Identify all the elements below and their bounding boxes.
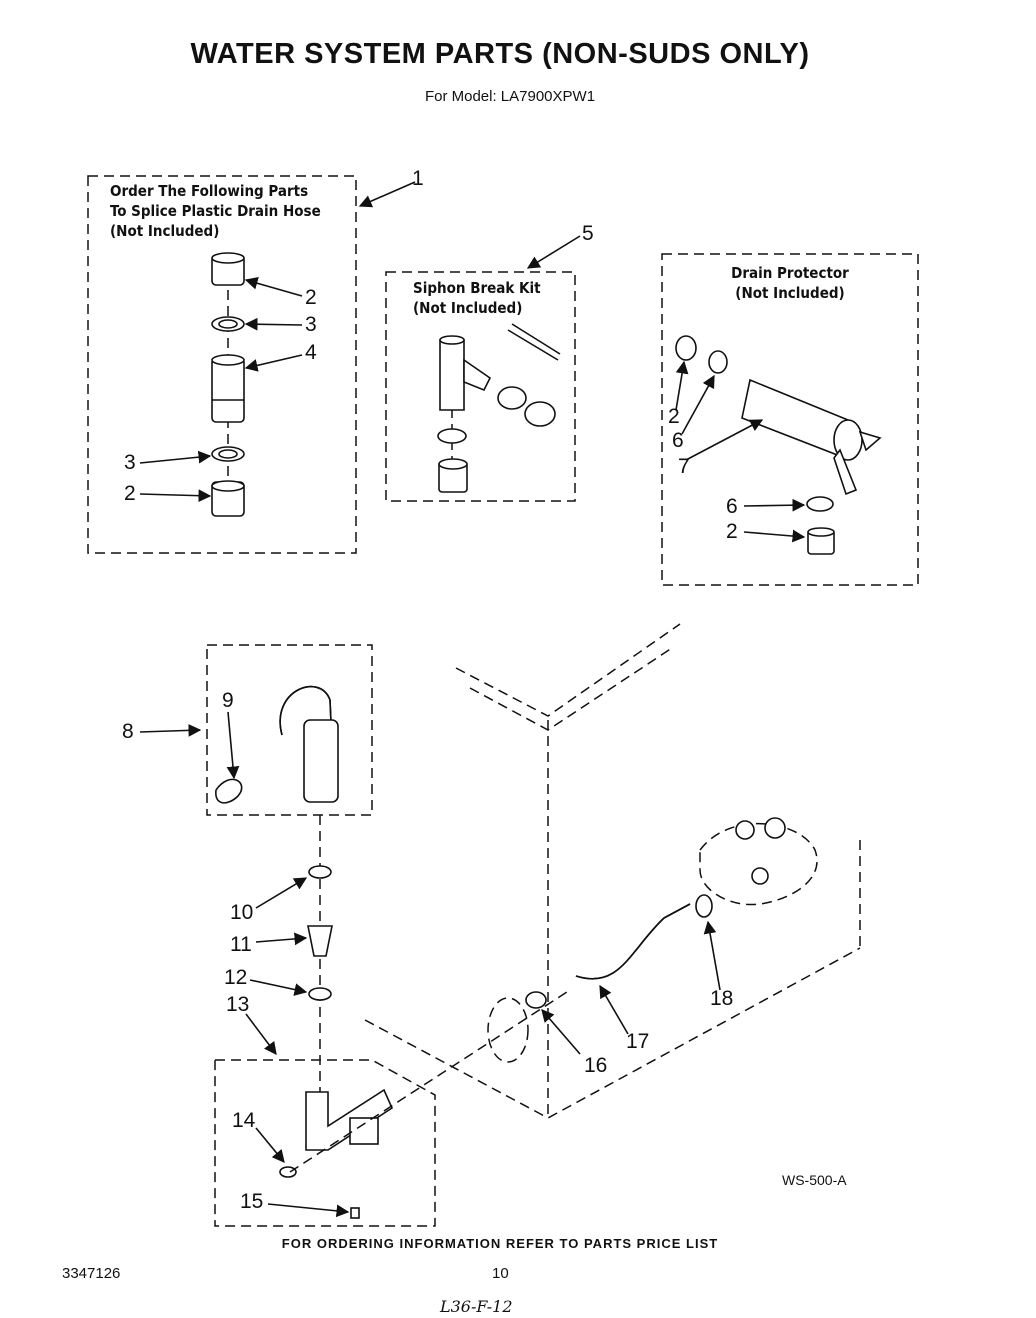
pump-hose: [487, 817, 818, 1063]
callout-2: 2: [305, 286, 317, 309]
callout-3: 3: [305, 313, 317, 336]
callout-2: 2: [124, 482, 136, 505]
callout-6: 6: [672, 429, 684, 452]
splice-parts: [211, 252, 245, 517]
cabinet-outline: [364, 623, 861, 1120]
callout-5: 5: [582, 222, 594, 245]
siphon-kit-box: [385, 271, 576, 502]
callout-7: 7: [678, 455, 690, 478]
handwritten-note: L36-F-12: [440, 1297, 513, 1316]
callout-9: 9: [222, 689, 234, 712]
callout-8: 8: [122, 720, 134, 743]
splice-kit-box: [87, 175, 357, 554]
bracket-assembly: [279, 989, 571, 1219]
callout-2: 2: [668, 405, 680, 428]
callout-18: 18: [710, 987, 734, 1010]
page-title: WATER SYSTEM PARTS (NON-SUDS ONLY): [190, 38, 810, 70]
siphon-kit-label-line1: Siphon Break Kit: [413, 279, 541, 297]
bracket-box: [214, 1059, 436, 1227]
callout-4: 4: [305, 341, 317, 364]
drain-hose: [215, 685, 339, 1100]
drain-protector-box: [661, 253, 919, 586]
drain-hose-box: [206, 644, 373, 816]
siphon-parts: [437, 323, 561, 493]
callout-10: 10: [230, 901, 254, 924]
leader-lines: [139, 181, 806, 1218]
callout-15: 15: [240, 1190, 264, 1213]
drain-protector-parts: [675, 335, 882, 555]
callout-17: 17: [626, 1030, 650, 1053]
connector: [211, 357, 245, 423]
page-number: 10: [492, 1265, 509, 1282]
document-number: 3347126: [62, 1265, 121, 1282]
siphon-kit-label-line2: (Not Included): [413, 299, 523, 317]
drain-protector-label-line1: Drain Protector: [731, 264, 849, 282]
drain-protector-label: Drain Protector (Not Included): [700, 263, 880, 303]
callout-14: 14: [232, 1109, 256, 1132]
callout-3: 3: [124, 451, 136, 474]
figure-code: WS-500-A: [782, 1172, 847, 1188]
callout-2: 2: [726, 520, 738, 543]
callout-13: 13: [226, 993, 250, 1016]
model-subtitle: For Model: LA7900XPW1: [424, 88, 596, 105]
splice-kit-label-line2: To Splice Plastic Drain Hose: [110, 202, 321, 220]
siphon-kit-label: Siphon Break Kit (Not Included): [413, 278, 541, 318]
callout-16: 16: [584, 1054, 608, 1077]
ordering-footer: FOR ORDERING INFORMATION REFER TO PARTS …: [281, 1236, 719, 1251]
callout-12: 12: [224, 966, 248, 989]
callout-11: 11: [230, 933, 252, 956]
callout-1: 1: [412, 167, 424, 190]
splice-kit-label-line1: Order The Following Parts: [110, 182, 309, 200]
splice-kit-label: Order The Following Parts To Splice Plas…: [110, 181, 321, 241]
splice-kit-label-line3: (Not Included): [110, 222, 220, 240]
drain-protector-label-line2: (Not Included): [735, 284, 845, 302]
callout-6: 6: [726, 495, 738, 518]
